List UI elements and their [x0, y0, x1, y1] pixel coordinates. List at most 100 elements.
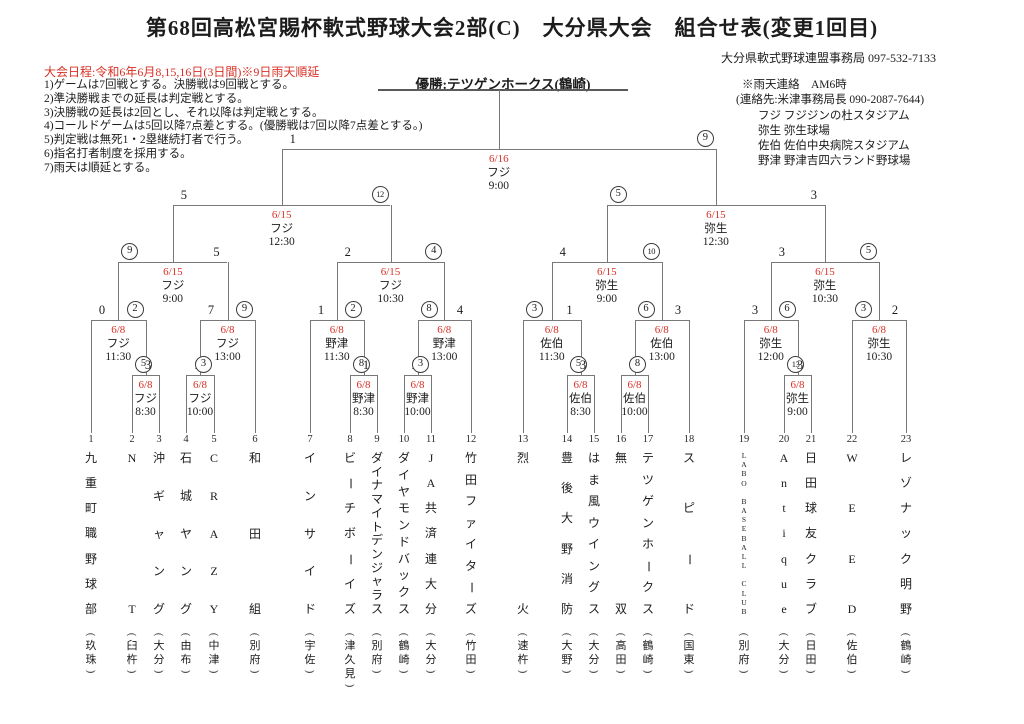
match-bar [770, 262, 879, 263]
score: 7 [207, 303, 215, 317]
team-line [811, 375, 812, 433]
match-bar [551, 262, 662, 263]
match-bar [567, 375, 594, 376]
match-venue: フジ [188, 393, 212, 405]
match-date: 6/15 [597, 266, 617, 278]
match-venue: 佐伯 [623, 393, 646, 405]
score: 3 [778, 245, 786, 259]
champion-underline [378, 89, 628, 91]
team-name: テツゲンホークス [641, 451, 656, 616]
match-date: 6/8 [220, 324, 235, 336]
winner-line [770, 262, 772, 320]
match-bar [606, 205, 825, 206]
team-location: (津久見) [344, 632, 356, 688]
team-location: (臼杵) [126, 632, 138, 674]
team-location: (鶴崎) [642, 632, 654, 674]
team-line [648, 375, 649, 433]
team-number: 10 [398, 434, 410, 445]
match-time: 9:00 [488, 180, 510, 192]
match-venue: 佐伯 [540, 338, 564, 350]
score-circled: 3 [195, 356, 212, 373]
score-circled: 5 [860, 243, 877, 260]
match-date: 6/8 [111, 324, 126, 336]
match-date: 6/8 [192, 379, 208, 391]
match-venue: 弥生 [867, 338, 891, 350]
team-number: 19 [738, 434, 750, 445]
match-time: 9:00 [787, 406, 808, 418]
match-venue: 佐伯 [569, 393, 592, 405]
match-date: 6/8 [544, 324, 559, 336]
team-number: 5 [211, 434, 217, 445]
team-name: 石城ヤング [179, 451, 192, 616]
score: 3 [579, 358, 587, 372]
score-circled: 5 [570, 356, 587, 373]
score: 2 [891, 303, 899, 317]
venue-legend-line: 弥生 弥生球場 [758, 124, 830, 137]
team-location: (大野) [561, 632, 573, 674]
winner-line [390, 205, 392, 262]
rule-line: 7)雨天は順延とする。 [44, 161, 157, 174]
match-bar [118, 262, 228, 263]
winner-line [879, 262, 880, 320]
match-bar [634, 320, 689, 321]
winner-line [498, 90, 500, 149]
winner-line [661, 262, 663, 320]
score-circled: 2 [126, 301, 144, 318]
venue-legend-line: 佐伯 佐伯中央病院スタジアム [758, 140, 910, 153]
team-location: (速杵) [517, 632, 529, 674]
team-line [621, 375, 622, 433]
match-date: 6/15 [380, 266, 401, 278]
match-venue: 弥生 [704, 223, 728, 235]
winner-line [281, 149, 283, 205]
winner-line [417, 320, 419, 375]
match-date: 6/8 [790, 379, 805, 391]
score-circled: 2 [344, 301, 362, 318]
match-time: 10:30 [811, 293, 839, 305]
champion-label: 優勝:テツゲンホークス(鶴崎) [415, 77, 591, 92]
team-line [689, 320, 690, 433]
match-venue: 野津 [352, 393, 375, 405]
score: 1 [289, 132, 296, 146]
match-time: 12:30 [702, 236, 729, 248]
team-location: (佐伯) [846, 632, 858, 674]
team-line [350, 375, 351, 433]
match-bar [200, 320, 255, 321]
score: 2 [344, 245, 351, 259]
match-date: 6/8 [871, 324, 887, 336]
team-location: (中津) [208, 632, 220, 674]
team-line [91, 320, 92, 433]
team-number: 6 [252, 434, 258, 445]
winner-line [172, 205, 174, 262]
match-date: 6/15 [271, 209, 292, 221]
match-time: 11:30 [105, 351, 132, 363]
match-date: 6/16 [489, 153, 509, 165]
match-bar [350, 375, 377, 376]
team-name: ダイナマイトデンジャラス [370, 451, 383, 616]
match-venue: 佐伯 [650, 338, 674, 350]
team-number: 22 [846, 434, 858, 445]
rain-contact-line: ※雨天連絡 AM6時 [742, 79, 847, 91]
score: 0 [98, 303, 106, 317]
rule-line: 2)準決勝戦までの延長は判定戦とする。 [44, 92, 249, 105]
match-bar [281, 149, 716, 150]
match-date: 6/15 [815, 266, 835, 278]
match-bar [523, 320, 581, 321]
rule-line: 4)コールドゲームは5回以降7点差とする。(優勝戦は7回以降7点差とする。) [44, 120, 423, 133]
match-bar [91, 320, 146, 321]
match-date: 6/15 [163, 266, 183, 278]
rain-contact-line: (連絡先:米津事務局長 090-2087-7644) [736, 94, 925, 107]
team-name: レゾナック明野 [899, 451, 912, 616]
rule-line: 5)判定戦は無死1・2塁継続打者で行う。 [44, 134, 249, 147]
team-location: (鶴崎) [398, 632, 410, 674]
team-name: 和田組 [248, 451, 261, 616]
